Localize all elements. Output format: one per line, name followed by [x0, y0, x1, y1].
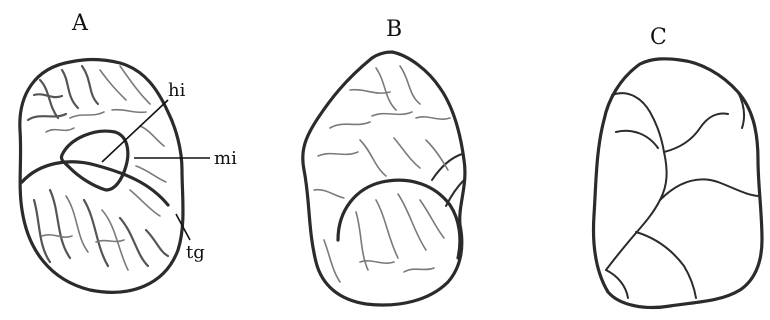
panel-b: B — [303, 17, 465, 305]
panel-c: C — [594, 25, 762, 307]
specimen-b-outline — [303, 52, 465, 305]
panel-b-letter: B — [386, 17, 402, 42]
label-hi: hi — [168, 80, 186, 101]
specimen-b-lower-lobe — [338, 180, 460, 258]
specimen-c-folds — [606, 92, 760, 298]
label-mi: mi — [214, 148, 237, 169]
veins-a — [28, 66, 168, 270]
specimen-a-inner-division — [22, 162, 168, 205]
panel-c-letter: C — [650, 25, 667, 50]
specimen-c-outline — [594, 59, 762, 308]
veins-b — [314, 66, 450, 282]
label-tg: tg — [186, 242, 205, 263]
specimen-b-side-notch — [432, 154, 464, 206]
panel-a-letter: A — [71, 11, 89, 36]
panel-a: A — [20, 11, 237, 292]
